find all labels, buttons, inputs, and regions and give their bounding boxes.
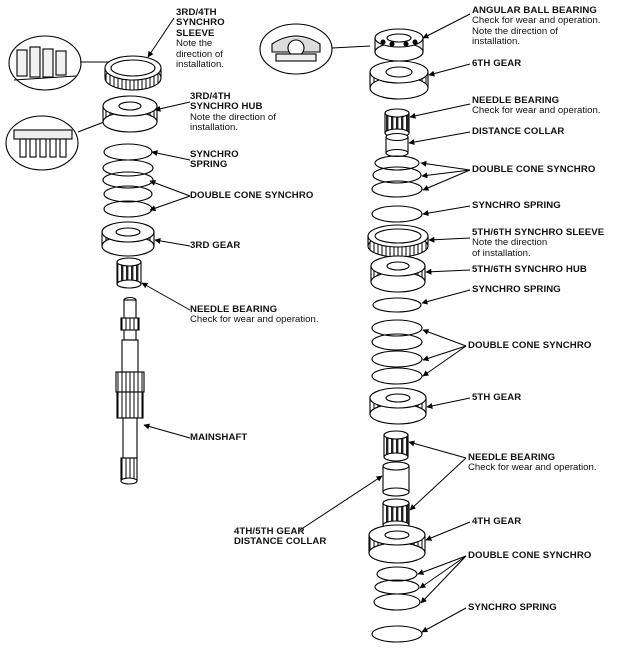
label-title: DISTANCE COLLAR bbox=[234, 536, 327, 548]
label-title: DOUBLE CONE SYNCHRO bbox=[190, 190, 314, 201]
label-note: installation. bbox=[472, 36, 520, 48]
label-needle-bearing-right-1: NEEDLE BEARING Check for wear and operat… bbox=[472, 95, 601, 117]
label-title: SLEEVE bbox=[176, 27, 215, 39]
hub-detail-inset bbox=[5, 115, 79, 171]
label-note: Check for wear and operation. bbox=[468, 462, 597, 474]
label-double-cone-synchro-right-1: DOUBLE CONE SYNCHRO bbox=[472, 164, 596, 175]
label-note: Check for wear and operation. bbox=[190, 314, 319, 326]
label-note: installation. bbox=[176, 59, 224, 71]
label-synchro-spring-left: SYNCHRO SPRING bbox=[190, 149, 239, 171]
synchro-hub-3-4 bbox=[102, 95, 158, 133]
label-title: DOUBLE CONE SYNCHRO bbox=[472, 164, 596, 175]
label-note: direction of bbox=[176, 48, 223, 60]
label-sixth-gear: 6TH GEAR bbox=[472, 58, 522, 69]
label-title: ANGULAR BALL BEARING bbox=[472, 5, 597, 16]
label-note: Check for wear and operation. bbox=[472, 105, 601, 117]
label-note: Note the direction of bbox=[472, 25, 558, 37]
synchro-hub-5-6 bbox=[370, 255, 426, 293]
label-title: 6TH GEAR bbox=[472, 58, 522, 69]
label-note: of installation. bbox=[472, 247, 531, 259]
label-needle-bearing-left: NEEDLE BEARING Check for wear and operat… bbox=[190, 304, 319, 326]
label-title: SYNCHRO bbox=[176, 17, 225, 29]
label-synchro-spring-right-2: SYNCHRO SPRING bbox=[472, 284, 561, 295]
label-title: 3RD/4TH bbox=[190, 91, 231, 102]
double-cone-synchro-right-1 bbox=[371, 155, 423, 198]
label-note: Check for wear and operation. bbox=[472, 15, 601, 27]
synchro-sleeve-3-4 bbox=[104, 55, 162, 91]
label-title: 4TH/5TH GEAR bbox=[234, 526, 305, 537]
label-note: installation. bbox=[190, 122, 238, 134]
label-title: SYNCHRO SPRING bbox=[472, 200, 561, 211]
label-title: DOUBLE CONE SYNCHRO bbox=[468, 550, 592, 561]
label-double-cone-synchro-right-2: DOUBLE CONE SYNCHRO bbox=[468, 340, 592, 351]
ball-bearing-detail-inset bbox=[259, 23, 333, 75]
left-assembly bbox=[5, 35, 162, 485]
label-synchro-sleeve-3-4: 3RD/4TH SYNCHRO SLEEVE Note the directio… bbox=[176, 7, 225, 71]
label-title: 3RD/4TH bbox=[176, 7, 217, 18]
label-third-gear: 3RD GEAR bbox=[190, 240, 241, 251]
label-fifth-gear: 5TH GEAR bbox=[472, 392, 522, 403]
label-synchro-hub-5-6: 5TH/6TH SYNCHRO HUB bbox=[472, 264, 587, 275]
label-mainshaft: MAINSHAFT bbox=[190, 432, 248, 443]
angular-ball-bearing bbox=[374, 28, 424, 62]
label-title: 3RD GEAR bbox=[190, 240, 241, 251]
label-note: Note the direction bbox=[472, 237, 548, 249]
label-synchro-hub-3-4: 3RD/4TH SYNCHRO HUB Note the direction o… bbox=[190, 91, 276, 134]
label-distance-collar: DISTANCE COLLAR bbox=[472, 126, 565, 137]
label-title: 5TH GEAR bbox=[472, 392, 522, 403]
third-gear bbox=[101, 221, 155, 257]
label-note: Note the direction of bbox=[190, 111, 276, 123]
label-title: SPRING bbox=[190, 159, 228, 171]
label-title: SYNCHRO HUB bbox=[190, 101, 263, 113]
double-cone-synchro-right-3 bbox=[373, 566, 421, 611]
needle-bearing-left bbox=[116, 257, 142, 289]
label-title: NEEDLE BEARING bbox=[472, 95, 560, 106]
label-title: SYNCHRO SPRING bbox=[472, 284, 561, 295]
leader-lines bbox=[141, 13, 471, 633]
label-double-cone-synchro-left: DOUBLE CONE SYNCHRO bbox=[190, 190, 314, 201]
sixth-gear bbox=[369, 60, 429, 100]
distance-collar-right bbox=[385, 132, 409, 158]
label-distance-collar-4-5: 4TH/5TH GEAR DISTANCE COLLAR bbox=[234, 526, 327, 548]
label-synchro-spring-right-1: SYNCHRO SPRING bbox=[472, 200, 561, 211]
double-cone-synchro-right-2 bbox=[371, 319, 423, 385]
mainshaft bbox=[115, 296, 145, 485]
label-title: SYNCHRO SPRING bbox=[468, 602, 557, 613]
label-title: 4TH GEAR bbox=[472, 516, 522, 527]
fourth-gear bbox=[368, 524, 426, 564]
distance-collar-4-5 bbox=[382, 461, 410, 497]
synchro-spring bbox=[103, 143, 153, 161]
label-title: NEEDLE BEARING bbox=[190, 304, 278, 315]
right-assembly bbox=[259, 23, 429, 643]
label-synchro-sleeve-5-6: 5TH/6TH SYNCHRO SLEEVE Note the directio… bbox=[472, 227, 605, 259]
label-title: NEEDLE BEARING bbox=[468, 452, 556, 463]
synchro-spring-right-3 bbox=[371, 625, 423, 643]
label-title: DISTANCE COLLAR bbox=[472, 126, 565, 137]
synchro-sleeve-5-6 bbox=[367, 224, 429, 258]
fifth-gear bbox=[369, 387, 427, 425]
label-title: 5TH/6TH SYNCHRO HUB bbox=[472, 264, 587, 275]
label-note: Note the bbox=[176, 38, 213, 50]
double-cone-synchro-left bbox=[102, 159, 154, 218]
synchro-spring-right-2 bbox=[372, 297, 422, 313]
label-angular-ball-bearing: ANGULAR BALL BEARING Check for wear and … bbox=[472, 5, 601, 48]
label-title: SYNCHRO bbox=[190, 149, 239, 160]
label-title: MAINSHAFT bbox=[190, 432, 248, 443]
needle-bearing-right-2 bbox=[383, 430, 409, 462]
synchro-spring-right-1 bbox=[371, 205, 423, 223]
sleeve-detail-inset bbox=[8, 35, 82, 91]
label-double-cone-synchro-right-3: DOUBLE CONE SYNCHRO bbox=[468, 550, 592, 561]
label-needle-bearing-right-2: NEEDLE BEARING Check for wear and operat… bbox=[468, 452, 597, 474]
label-fourth-gear: 4TH GEAR bbox=[472, 516, 522, 527]
needle-bearing-right-1 bbox=[384, 108, 410, 138]
label-title: DOUBLE CONE SYNCHRO bbox=[468, 340, 592, 351]
label-title: 5TH/6TH SYNCHRO SLEEVE bbox=[472, 227, 605, 238]
label-synchro-spring-right-3: SYNCHRO SPRING bbox=[468, 602, 557, 613]
